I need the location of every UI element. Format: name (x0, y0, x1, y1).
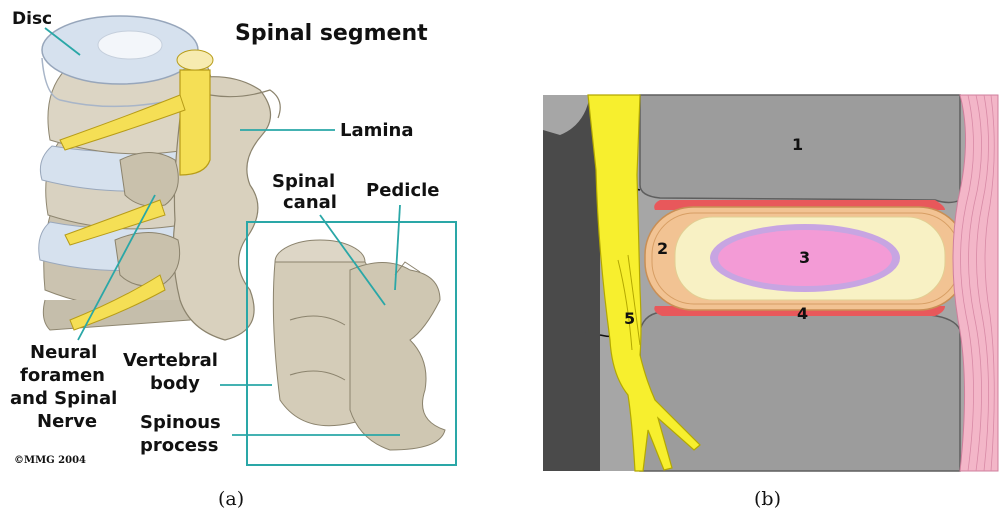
label-spinous-line2: process (140, 435, 218, 456)
label-1: 1 (792, 135, 803, 154)
label-2: 2 (657, 239, 668, 258)
caption-a: (a) (218, 488, 244, 510)
label-vertebral-line1: Vertebral (123, 350, 218, 371)
panel-a-illustration: Disc Spinal segment Lamina Spinal canal … (10, 9, 456, 466)
label-5: 5 (624, 309, 635, 328)
copyright: ©MMG 2004 (14, 455, 86, 466)
caption-b: (b) (754, 488, 781, 510)
label-neural-line1: Neural (30, 342, 97, 363)
label-spinal-canal-line1: Spinal (272, 171, 335, 192)
label-neural-line4: Nerve (37, 411, 97, 432)
label-spinal-canal-line2: canal (283, 192, 337, 213)
label-neural-line2: foramen (20, 365, 105, 386)
label-neural-line3: and Spinal (10, 388, 117, 409)
label-vertebral-line2: body (150, 373, 200, 394)
label-spinous-line1: Spinous (140, 412, 221, 433)
label-pedicle: Pedicle (366, 180, 440, 201)
panel-a-title: Spinal segment (235, 21, 428, 46)
vertebra-lower (640, 312, 960, 471)
panel-b-illustration: 1 2 3 4 5 (543, 95, 998, 471)
label-3: 3 (799, 248, 810, 267)
label-lamina: Lamina (340, 120, 414, 141)
label-4: 4 (797, 304, 808, 323)
inset-vertebrae (273, 240, 445, 450)
label-disc: Disc (12, 9, 52, 29)
